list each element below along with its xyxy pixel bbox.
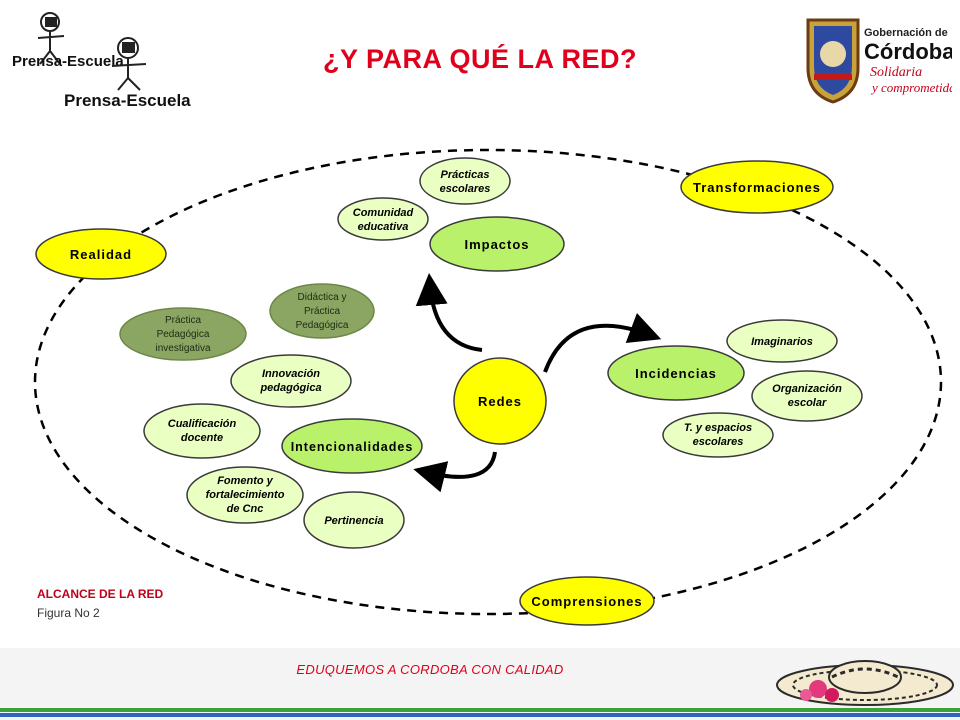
- shield-icon: [806, 18, 860, 104]
- node-imaginarios: Imaginarios: [726, 319, 838, 363]
- sombrero-vueltiao-icon: [776, 660, 954, 706]
- node-practicas-escolares: Prácticas escolares: [419, 157, 511, 205]
- node-realidad: Realidad: [35, 228, 167, 280]
- figure-icon-2: [111, 37, 147, 91]
- logo-text-1: Prensa-Escuela: [12, 53, 124, 70]
- label-comunidad-1: Comunidad: [353, 207, 414, 219]
- footer-slogan: EDUQUEMOS A CORDOBA CON CALIDAD: [296, 662, 564, 677]
- label-tespacios-2: escolares: [693, 436, 744, 448]
- footer-stripe-green: [0, 708, 960, 712]
- label-transformaciones: Transformaciones: [693, 180, 821, 195]
- label-impactos: Impactos: [464, 237, 529, 252]
- figure-caption-title: ALCANCE DE LA RED: [37, 587, 164, 601]
- node-organizacion-escolar: Organización escolar: [751, 370, 863, 422]
- label-incidencias: Incidencias: [635, 366, 717, 381]
- logo-right-line3: Solidaria: [870, 65, 922, 80]
- label-imaginarios: Imaginarios: [751, 336, 813, 348]
- node-practica-investigativa: Práctica Pedagógica investigativa: [119, 307, 247, 361]
- label-fomento-2: fortalecimiento: [206, 489, 285, 501]
- scope-ellipse: [33, 148, 943, 616]
- arrow-to-incidencias: [543, 313, 662, 373]
- logo-text-2: Prensa-Escuela: [64, 91, 191, 110]
- label-tespacios-1: T. y espacios: [684, 422, 752, 434]
- label-didactica-3: Pedagógica: [296, 320, 349, 331]
- node-innovacion-pedagogica: Innovación pedagógica: [230, 354, 352, 408]
- label-fomento-1: Fomento y: [217, 475, 273, 487]
- figure-caption-number: Figura No 2: [37, 606, 100, 620]
- label-intencionalidades: Intencionalidades: [291, 440, 414, 454]
- page-title: ¿Y PARA QUÉ LA RED?: [322, 44, 637, 74]
- label-comunidad-2: educativa: [358, 221, 409, 233]
- label-cualificacion-1: Cualificación: [168, 418, 237, 430]
- node-impactos: Impactos: [429, 216, 565, 272]
- label-innovacion-2: pedagógica: [259, 382, 321, 394]
- gobernacion-cordoba-logo: Gobernación de Córdoba Solidaria y compr…: [806, 18, 952, 104]
- arrow-to-intencionalidades: [413, 451, 497, 493]
- label-fomento-3: de Cnc: [227, 503, 264, 515]
- node-intencionalidades: Intencionalidades: [281, 418, 423, 474]
- node-didactica: Didáctica y Práctica Pedagógica: [269, 283, 375, 339]
- label-cualificacion-2: docente: [181, 432, 223, 444]
- node-fomento: Fomento y fortalecimiento de Cnc: [186, 466, 304, 524]
- node-redes: Redes: [453, 357, 547, 445]
- label-comprensiones: Comprensiones: [531, 594, 642, 609]
- figure-icon: [37, 12, 65, 65]
- label-didactica-1: Didáctica y: [298, 292, 347, 303]
- logo-right-line4: y comprometida: [870, 80, 952, 95]
- label-redes: Redes: [478, 394, 522, 409]
- label-investigativa-3: investigativa: [155, 343, 210, 354]
- label-practicas-2: escolares: [440, 183, 491, 195]
- label-organizacion-2: escolar: [788, 397, 827, 409]
- label-realidad: Realidad: [70, 247, 132, 262]
- arrow-to-impactos: [415, 273, 483, 352]
- node-cualificacion-docente: Cualificación docente: [143, 403, 261, 459]
- label-investigativa-2: Pedagógica: [157, 329, 210, 340]
- prensa-escuela-logo: Prensa-Escuela Prensa-Escuela: [12, 12, 191, 110]
- logo-right-line2: Córdoba: [864, 39, 952, 64]
- node-transformaciones: Transformaciones: [680, 160, 834, 214]
- node-incidencias: Incidencias: [607, 345, 745, 401]
- node-comprensiones: Comprensiones: [519, 576, 655, 626]
- label-innovacion-1: Innovación: [262, 368, 320, 380]
- node-pertinencia: Pertinencia: [303, 491, 405, 549]
- label-pertinencia: Pertinencia: [324, 515, 383, 527]
- node-tiempos-espacios: T. y espacios escolares: [662, 412, 774, 458]
- label-organizacion-1: Organización: [772, 383, 842, 395]
- label-investigativa-1: Práctica: [165, 315, 202, 326]
- footer-stripe-blue: [0, 713, 960, 717]
- logo-right-line1: Gobernación de: [864, 27, 948, 39]
- label-practicas-1: Prácticas: [441, 169, 490, 181]
- node-comunidad-educativa: Comunidad educativa: [337, 197, 429, 241]
- label-didactica-2: Práctica: [304, 306, 341, 317]
